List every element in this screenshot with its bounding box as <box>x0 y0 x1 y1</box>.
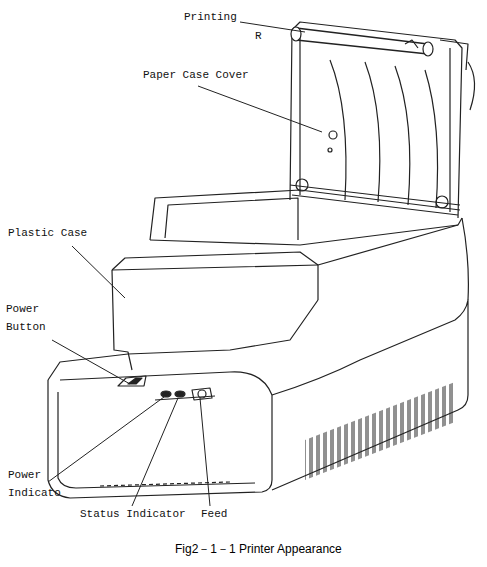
part-label: Feed <box>201 505 241 523</box>
part-label: Status Indicator <box>80 505 210 523</box>
part-label: Printing <box>184 8 264 26</box>
vent-slots <box>305 382 455 480</box>
part-label: Power Button <box>6 300 58 336</box>
leader-lines <box>48 22 322 506</box>
part-label: R <box>255 27 275 45</box>
figure-caption: Fig2－1－1 Printer Appearance <box>175 541 342 558</box>
printer-outline <box>48 22 475 498</box>
part-label: Plastic Case <box>8 224 118 242</box>
part-label: Power Indicato <box>8 466 78 502</box>
part-label: Paper Case Cover <box>143 66 283 84</box>
